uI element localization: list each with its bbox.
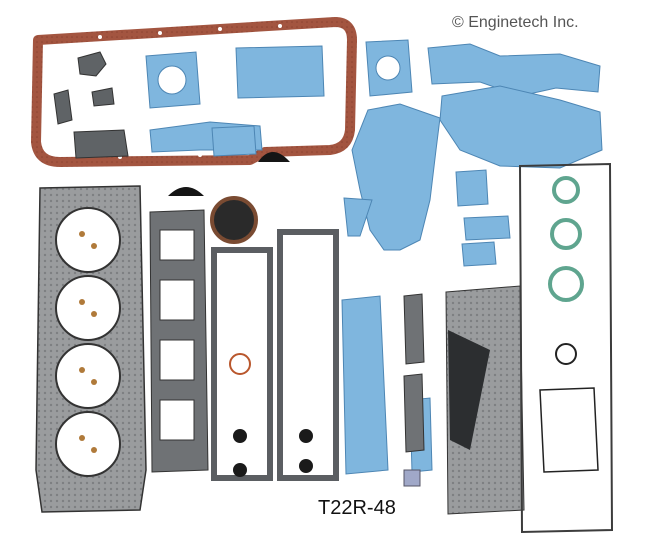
crank-seal: [210, 196, 258, 244]
small-square-gasket: [403, 469, 421, 487]
copyright-watermark: © Enginetech Inc.: [452, 14, 579, 31]
part-number-label: T22R-48: [318, 497, 396, 519]
rubber-half-moon: [258, 152, 290, 162]
small-gaskets-paper: [145, 45, 325, 157]
small-gaskets-steel: [53, 51, 129, 159]
spark-plug-seals: [233, 429, 313, 477]
rubber-seal-small: [168, 187, 204, 196]
head-gasket: [35, 185, 147, 513]
manifold-heat-shield: [448, 330, 490, 450]
rear-seal-gasket: [518, 162, 614, 534]
small-steel-gaskets: [403, 293, 425, 453]
copper-o-ring: [229, 353, 251, 375]
timing-cover-gaskets: [343, 39, 603, 267]
valve-cover-gaskets: [211, 229, 339, 481]
oil-pan-gasket: [31, 17, 357, 167]
intake-manifold-gasket: [149, 209, 209, 473]
center-paper-gaskets: [341, 295, 433, 475]
